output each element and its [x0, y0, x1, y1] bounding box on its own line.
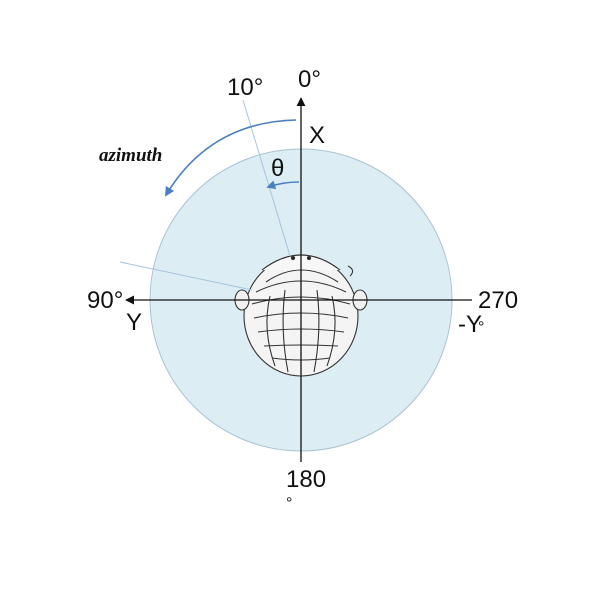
label-azimuth: azimuth	[99, 145, 163, 166]
label-neg-y-axis: -Y	[458, 311, 482, 338]
label-180: 180	[286, 466, 327, 493]
label-x-axis: X	[309, 122, 326, 149]
azimuth-arrow	[165, 119, 297, 197]
label-270-degree-sign: °	[478, 319, 485, 336]
label-180-degree-sign: °	[286, 495, 293, 512]
label-theta: θ	[271, 155, 285, 182]
label-10-deg: 10°	[227, 74, 264, 101]
direction-line-left	[119, 261, 253, 291]
theta-arrow	[266, 180, 300, 189]
label-270: 270	[478, 287, 519, 314]
label-0-deg: 0°	[298, 66, 321, 93]
label-90-deg: 90°	[87, 287, 124, 314]
label-y-axis: Y	[126, 309, 143, 336]
